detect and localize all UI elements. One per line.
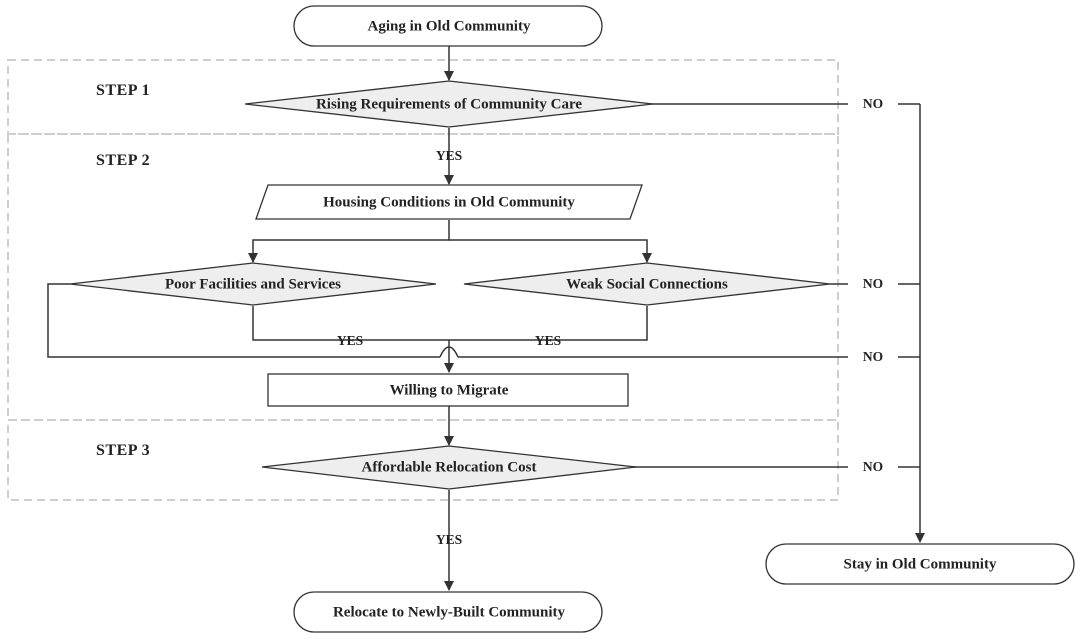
cost-decision bbox=[261, 445, 637, 490]
facilities-no-line-hop bbox=[439, 346, 459, 358]
stay-node bbox=[765, 543, 1075, 585]
cost-decision-label: Affordable Relocation Cost bbox=[362, 459, 537, 475]
migrate-node-label: Willing to Migrate bbox=[390, 382, 509, 398]
housing-split-line-right bbox=[449, 239, 652, 263]
facilities-decision bbox=[69, 262, 437, 306]
relocate-node-label: Relocate to Newly-Built Community bbox=[333, 604, 566, 620]
cost-no-label: NO bbox=[863, 459, 883, 474]
relocate-node bbox=[293, 591, 603, 633]
social-decision-label: Weak Social Connections bbox=[566, 276, 728, 292]
care-no-label: NO bbox=[863, 96, 883, 111]
facilities-yes-label: YES bbox=[337, 333, 363, 348]
facilities-decision-label: Poor Facilities and Services bbox=[165, 276, 341, 292]
start-node-label: Aging in Old Community bbox=[368, 18, 531, 34]
facilities-no-label: NO bbox=[863, 349, 883, 364]
housing-split-line bbox=[248, 220, 450, 263]
migrate-node bbox=[267, 373, 629, 407]
step3-label: STEP 3 bbox=[96, 442, 150, 459]
social-yes-line bbox=[449, 306, 648, 341]
step2-label: STEP 2 bbox=[96, 152, 150, 169]
step1-region bbox=[7, 59, 839, 135]
social-decision bbox=[463, 262, 831, 306]
step1-label: STEP 1 bbox=[96, 82, 150, 99]
facilities-no-line bbox=[47, 283, 440, 358]
housing-input-node bbox=[255, 184, 643, 220]
care-decision-label: Rising Requirements of Community Care bbox=[316, 96, 582, 112]
cost-yes-label: YES bbox=[436, 532, 462, 547]
social-yes-label: YES bbox=[535, 333, 561, 348]
social-no-label: NO bbox=[863, 276, 883, 291]
stay-node-label: Stay in Old Community bbox=[844, 556, 997, 572]
start-node bbox=[293, 5, 603, 47]
care-yes-label: YES bbox=[436, 148, 462, 163]
care-decision bbox=[244, 80, 654, 128]
facilities-yes-line bbox=[252, 306, 449, 341]
housing-input-label: Housing Conditions in Old Community bbox=[323, 194, 575, 210]
